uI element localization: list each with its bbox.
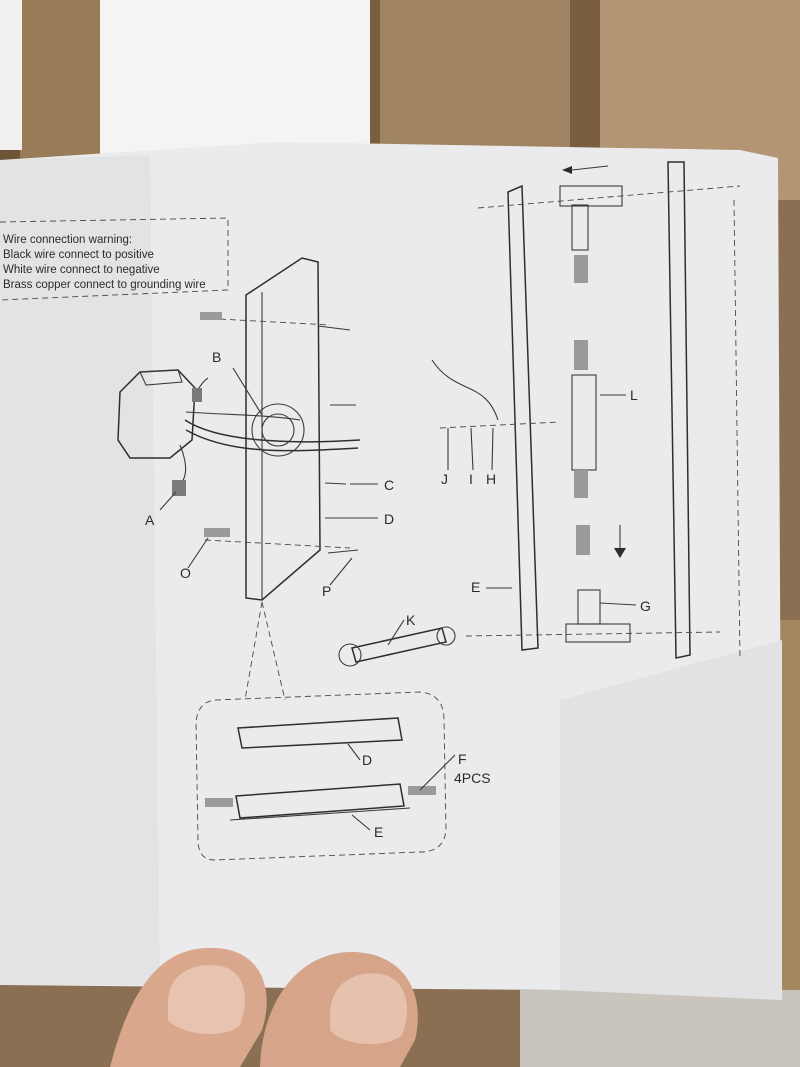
- label-l: L: [630, 387, 638, 403]
- wrench-icon: [338, 626, 456, 667]
- label-e: E: [471, 579, 480, 595]
- label-h: H: [486, 471, 496, 487]
- label-a: A: [145, 512, 155, 528]
- fingers: [110, 947, 418, 1067]
- warning-line-2: White wire connect to negative: [3, 264, 160, 276]
- callout-labels: B A C D O P J I H L G E K D E F 4PCS: [145, 349, 651, 840]
- label-f: F: [458, 751, 467, 767]
- label-j: J: [441, 471, 448, 487]
- label-b: B: [212, 349, 221, 365]
- vertical-bar-diagram: [431, 161, 741, 661]
- wire-warning-box: Wire connection warning: Black wire conn…: [0, 217, 229, 301]
- quantity-label: 4PCS: [454, 770, 491, 786]
- label-e-inset: E: [374, 824, 383, 840]
- mounting-plate-diagram: [199, 257, 359, 701]
- label-c: C: [384, 477, 394, 493]
- label-d: D: [384, 511, 394, 527]
- label-p: P: [322, 583, 331, 599]
- warning-line-3: Brass copper connect to grounding wire: [3, 279, 206, 291]
- detail-inset: [195, 691, 447, 861]
- label-g: G: [640, 598, 651, 614]
- label-i: I: [469, 471, 473, 487]
- label-k: K: [406, 612, 416, 628]
- label-d-inset: D: [362, 752, 372, 768]
- warning-title: Wire connection warning:: [3, 234, 132, 246]
- callout-leaders: [159, 367, 637, 831]
- warning-line-1: Black wire connect to positive: [3, 249, 154, 261]
- label-o: O: [180, 565, 191, 581]
